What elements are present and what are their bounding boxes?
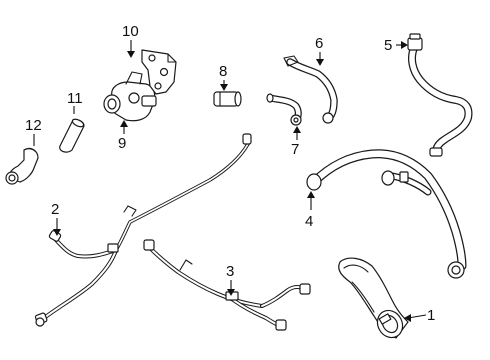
callout-5: 5 — [384, 37, 408, 54]
callout-5-label: 5 — [384, 37, 392, 54]
callout-1-label: 1 — [427, 307, 435, 324]
callout-6-label: 6 — [315, 35, 323, 52]
callout-7-label: 7 — [291, 141, 299, 158]
part-1-intake-hose — [339, 258, 408, 342]
part-3-coolant-hose — [144, 240, 310, 330]
callout-12-label: 12 — [25, 117, 42, 134]
callout-10-label: 10 — [122, 23, 139, 40]
part-9-water-pump — [104, 72, 156, 121]
callout-8: 8 — [219, 63, 228, 91]
part-6-bypass-hose — [284, 56, 334, 123]
part-4-coolant-pipe — [307, 154, 464, 278]
callout-9-label: 9 — [118, 135, 126, 152]
callout-7: 7 — [291, 126, 301, 158]
callout-12: 12 — [25, 117, 42, 146]
callout-2: 2 — [51, 201, 61, 236]
callout-8-label: 8 — [219, 63, 227, 80]
callout-4: 4 — [305, 191, 315, 230]
part-12-elbow-hose — [6, 148, 38, 184]
callout-3-label: 3 — [226, 263, 234, 280]
callout-10: 10 — [122, 23, 139, 58]
part-10-bracket — [142, 50, 176, 94]
part-2-vent-hose — [35, 134, 251, 326]
part-7-small-pipe — [267, 94, 301, 125]
callout-1: 1 — [404, 307, 435, 324]
callout-11: 11 — [67, 90, 83, 114]
callout-6: 6 — [315, 35, 324, 66]
part-5-heater-hose — [408, 34, 469, 156]
callout-2-label: 2 — [51, 201, 59, 218]
part-11-short-hose — [60, 118, 85, 152]
callout-11-label: 11 — [67, 90, 83, 107]
callout-4-label: 4 — [305, 213, 313, 230]
part-8-coupler — [214, 92, 241, 106]
callout-3: 3 — [226, 263, 235, 296]
callout-9: 9 — [118, 120, 128, 152]
